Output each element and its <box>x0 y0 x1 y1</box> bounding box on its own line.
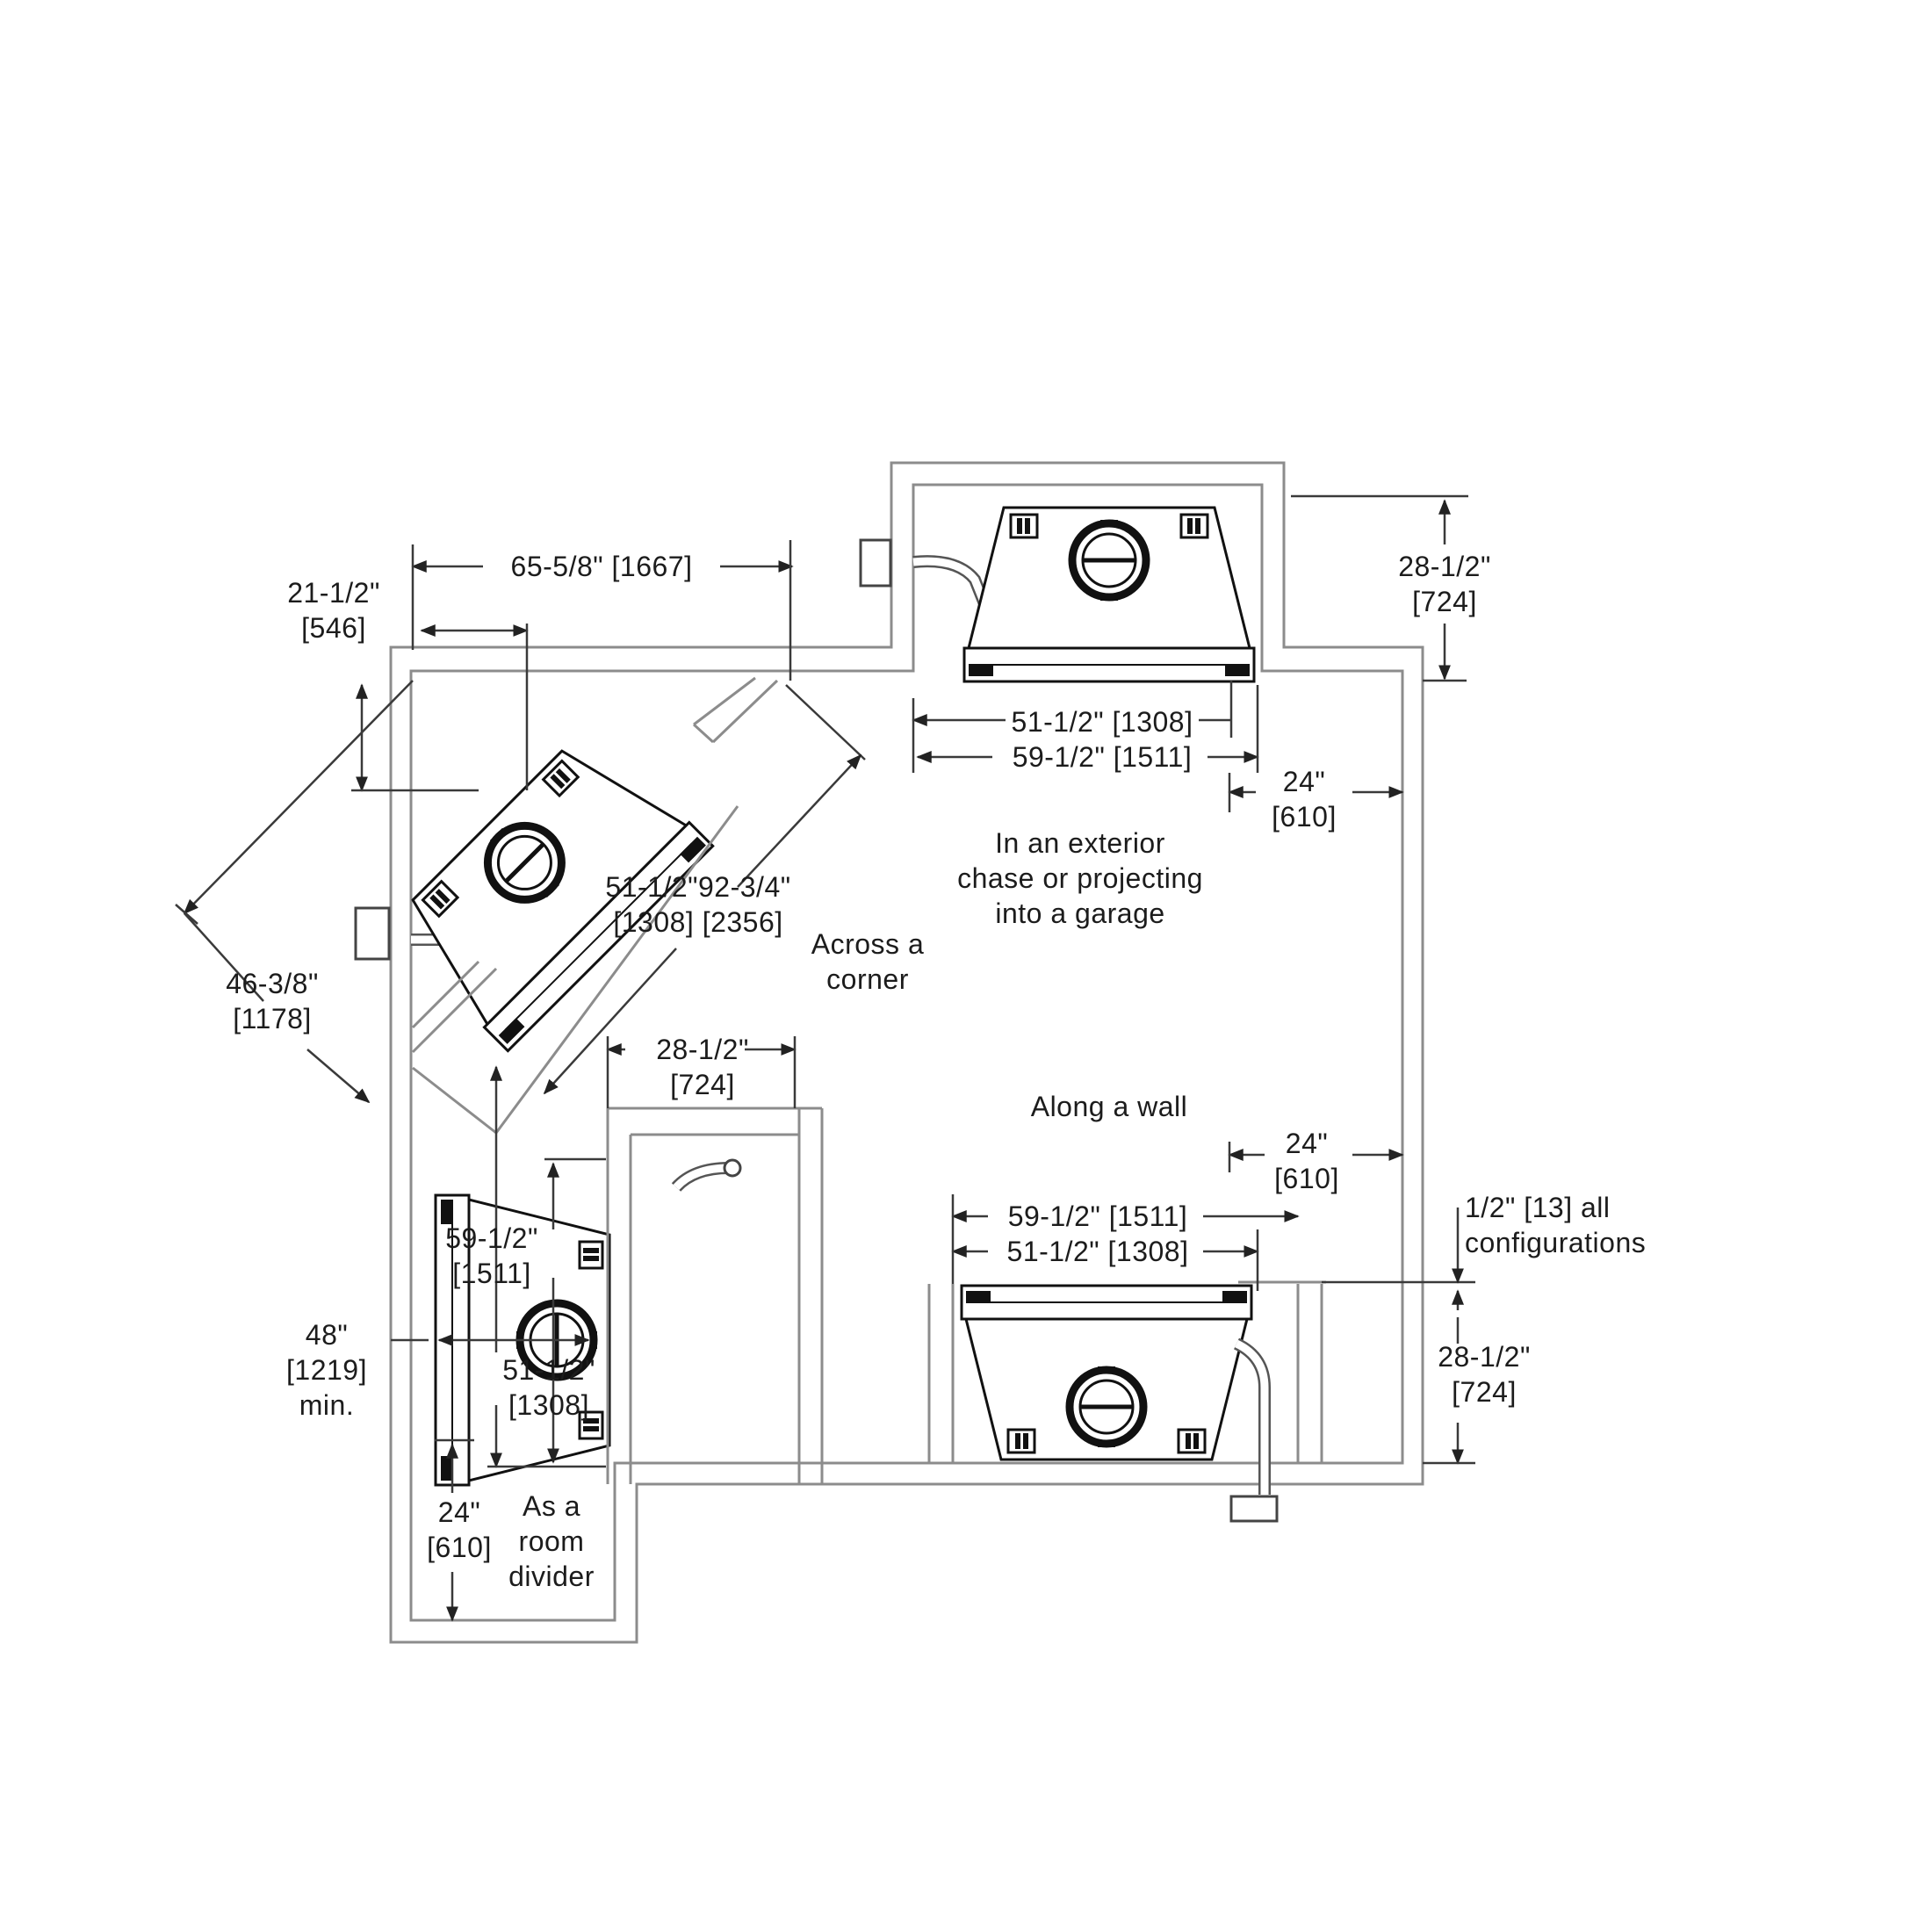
divider-depth-mm: [724] <box>670 1069 735 1100</box>
chase-description: In an exterior chase or projecting into … <box>957 825 1203 931</box>
divider-min-mm: [1219] <box>286 1354 367 1386</box>
divider-depth-inches: 28-1/2" <box>656 1034 749 1065</box>
depth-label: 21-1/2" [546] <box>287 575 380 645</box>
room-divider-line3: divider <box>508 1561 595 1592</box>
wall-width-2: 51-1/2" [1308] <box>1006 1236 1189 1267</box>
top-width-label: 65-5/8" [1667] <box>511 549 693 584</box>
along-wall-text: Along a wall <box>1030 1091 1188 1122</box>
chase-width-2: 59-1/2" [1511] <box>1012 741 1193 773</box>
divider-width-2-mm: [1308] <box>508 1389 589 1421</box>
corner-mid-label: 51-1/2"92-3/4" [1308] [2356] <box>605 869 790 940</box>
divider-width-1-mm: [1511] <box>452 1258 531 1289</box>
across-corner-line2: corner <box>826 963 909 995</box>
wall-clearance-inches: 24" <box>1285 1128 1329 1159</box>
chase-width-1-label: 51-1/2" [1308] <box>1012 704 1193 739</box>
chase-desc-line2: chase or projecting <box>957 862 1203 894</box>
divider-min-label: 48" [1219] min. <box>286 1317 367 1423</box>
room-divider-line1: As a <box>522 1490 581 1522</box>
corner-depth-inches: 46-3/8" <box>226 968 319 999</box>
chase-width-2-label: 59-1/2" [1511] <box>1013 739 1193 775</box>
chase-desc-line1: In an exterior <box>995 827 1165 859</box>
wall-depth-inches: 28-1/2" <box>1438 1341 1531 1373</box>
corner-depth-mm: [1178] <box>233 1003 312 1034</box>
all-config-line2: configurations <box>1465 1227 1647 1258</box>
fireplace-unit-wall <box>962 1286 1251 1460</box>
chase-clearance-inches: 24" <box>1282 766 1326 797</box>
corner-mid-mm: [1308] [2356] <box>613 906 783 938</box>
corner-depth-label: 46-3/8" [1178] <box>226 966 319 1036</box>
divider-depth-label: 28-1/2" [724] <box>656 1032 749 1102</box>
chase-depth-mm: [724] <box>1412 586 1477 617</box>
fireplace-unit-chase <box>964 508 1254 681</box>
wall-width-1-label: 59-1/2" [1511] <box>1008 1199 1188 1234</box>
depth-mm: [546] <box>301 612 366 644</box>
chase-depth-inches: 28-1/2" <box>1398 551 1491 582</box>
top-width-value: 65-5/8" [1667] <box>510 551 693 582</box>
divider-min-inches: 48" <box>305 1319 349 1351</box>
divider-clearance-inches: 24" <box>437 1496 481 1528</box>
room-divider-line2: room <box>518 1525 585 1557</box>
dimension-lines <box>175 494 1475 1622</box>
chase-desc-line3: into a garage <box>995 898 1165 929</box>
divider-width-1-label: 59-1/2" [1511] <box>445 1221 538 1291</box>
room-divider-label: As a room divider <box>508 1489 595 1594</box>
divider-unit-group <box>436 1107 824 1485</box>
across-corner-label: Across a corner <box>811 926 924 997</box>
wall-depth-label: 28-1/2" [724] <box>1438 1339 1531 1409</box>
wall-clearance-mm: [610] <box>1274 1163 1339 1194</box>
corner-mid-a: 51-1/2" <box>605 871 698 903</box>
all-config-line1: 1/2" [13] all <box>1465 1192 1611 1223</box>
corner-unit-group <box>354 676 779 1135</box>
divider-min-text: min. <box>299 1389 355 1421</box>
wall-unit-group <box>927 1280 1326 1523</box>
chase-unit-group <box>859 508 1254 681</box>
divider-width-2-label: 51-1/2" [1308] <box>502 1352 595 1423</box>
corner-mid-b: 92-3/4" <box>698 871 791 903</box>
along-wall-label: Along a wall <box>1031 1089 1188 1124</box>
divider-width-2-inches: 51-1/2" <box>502 1354 595 1386</box>
chase-width-1: 51-1/2" [1308] <box>1011 706 1193 738</box>
across-corner-line1: Across a <box>811 928 925 960</box>
depth-inches: 21-1/2" <box>287 577 380 609</box>
wall-depth-mm: [724] <box>1452 1376 1517 1408</box>
wall-width-1: 59-1/2" [1511] <box>1007 1200 1188 1232</box>
corner-mid-inches: 51-1/2"92-3/4" <box>605 869 790 905</box>
room-walls <box>389 461 1424 1644</box>
chase-clearance-label: 24" [610] <box>1272 764 1337 834</box>
divider-clearance-mm: [610] <box>427 1532 492 1563</box>
divider-width-1-inches: 59-1/2" <box>445 1222 538 1254</box>
divider-clearance-label: 24" [610] <box>427 1495 492 1565</box>
chase-clearance-mm: [610] <box>1272 801 1337 833</box>
chase-depth-label: 28-1/2" [724] <box>1398 549 1491 619</box>
wall-clearance-label: 24" [610] <box>1274 1126 1339 1196</box>
wall-width-2-label: 51-1/2" [1308] <box>1007 1234 1189 1269</box>
all-configurations-label: 1/2" [13] all configurations <box>1465 1190 1646 1260</box>
